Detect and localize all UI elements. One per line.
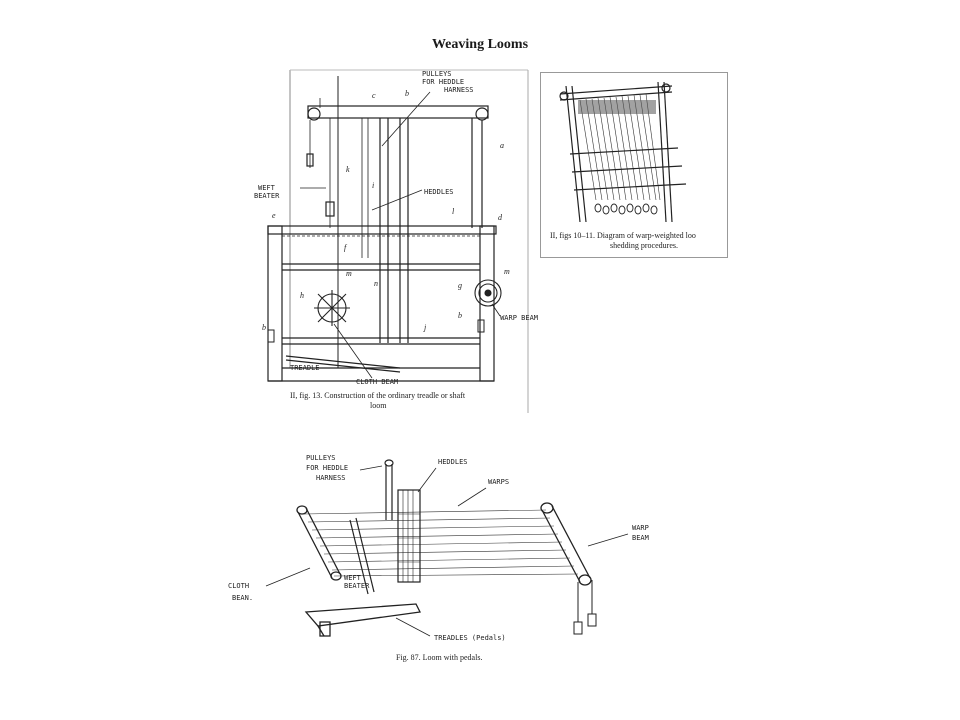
loom-frame — [267, 76, 497, 382]
label-weft-beater-2: BEATER — [254, 192, 280, 200]
warp-threads — [303, 509, 579, 577]
letter-b-left: b — [262, 323, 266, 332]
label-weft-beater-2: BEATER — [344, 582, 370, 590]
label-warps: WARPS — [488, 478, 509, 486]
label-treadle: TREADLE — [290, 364, 320, 372]
warp-beam-wheel — [474, 279, 502, 307]
label-pulleys-3: HARNESS — [316, 474, 346, 482]
letter-d: d — [498, 213, 503, 222]
figure-b-caption-1: II, figs 10–11. Diagram of warp-weighted… — [550, 231, 696, 240]
woven-band — [578, 100, 656, 114]
figure-c-caption: Fig. 87. Loom with pedals. — [396, 653, 482, 662]
figure-b-caption-2: shedding procedures. — [610, 241, 678, 250]
weft-beater — [349, 517, 375, 595]
label-weft-beater-1: WEFT — [344, 574, 362, 582]
loom-weights — [594, 203, 658, 215]
label-treadles: TREADLES (Pedals) — [434, 634, 506, 642]
cloth-beam-wheel — [314, 290, 350, 326]
pulley-mast — [384, 459, 394, 520]
letter-e: e — [272, 211, 276, 220]
label-pulleys-1: PULLEYS — [422, 70, 452, 78]
letter-l: l — [452, 207, 455, 216]
letter-j: j — [423, 323, 427, 332]
letter-g: g — [458, 281, 462, 290]
label-warp-beam-1: WARP — [632, 524, 649, 532]
cloth-beam-roller — [296, 505, 342, 581]
label-heddles: HEDDLES — [438, 458, 468, 466]
handwritten-labels: PULLEYS FOR HEDDLE HARNESS WEFT BEATER H… — [254, 70, 538, 386]
warp-weighted-loom-drawing: II, figs 10–11. Diagram of warp-weighted… — [540, 72, 728, 258]
label-weft-beater-1: WEFT — [258, 184, 276, 192]
label-heddles: HEDDLES — [424, 188, 454, 196]
heddle-frame — [397, 489, 421, 583]
warp-beam-roller — [540, 502, 592, 586]
label-cloth-beam-2: BEAN. — [232, 594, 253, 602]
label-pulleys-1: PULLEYS — [306, 454, 336, 462]
shed-rods — [569, 147, 687, 191]
label-arrows — [265, 465, 629, 637]
figure-a-caption-1: II, fig. 13. Construction of the ordinar… — [290, 391, 466, 400]
letter-i: i — [372, 181, 374, 190]
letter-b-right: b — [458, 311, 462, 320]
panel-border — [540, 72, 728, 258]
label-arrows — [300, 91, 501, 379]
figure-a-caption-2: loom — [370, 401, 387, 410]
label-cloth-beam: CLOTH BEAM — [356, 378, 398, 386]
handwritten-labels: PULLEYS FOR HEDDLE HARNESS HEDDLES WARPS… — [228, 454, 649, 642]
peg-b-left — [267, 329, 275, 343]
warp-weights — [573, 580, 597, 635]
label-pulleys-3: HARNESS — [444, 86, 474, 94]
letter-m: m — [346, 269, 352, 278]
label-pulleys-2: FOR HEDDLE — [306, 464, 348, 472]
label-cloth-beam-1: CLOTH — [228, 582, 249, 590]
treadle-bar — [285, 355, 401, 373]
figure-loom-with-pedals: PULLEYS FOR HEDDLE HARNESS HEDDLES WARPS… — [220, 450, 680, 680]
label-warp-beam: WARP BEAM — [500, 314, 538, 322]
letter-m-right: m — [504, 267, 510, 276]
letter-k: k — [346, 165, 350, 174]
letter-n: n — [374, 279, 378, 288]
treadles — [304, 603, 421, 637]
letter-b-top: b — [405, 89, 409, 98]
letter-h: h — [300, 291, 304, 300]
treadle-loom-drawing: PULLEYS FOR HEDDLE HARNESS WEFT BEATER H… — [254, 69, 538, 413]
label-warp-beam-2: BEAM — [632, 534, 649, 542]
letter-c: c — [372, 91, 376, 100]
pedal-loom-drawing: PULLEYS FOR HEDDLE HARNESS HEDDLES WARPS… — [228, 454, 649, 662]
figure-warp-weighted-loom: II, figs 10–11. Diagram of warp-weighted… — [540, 72, 728, 258]
letter-a: a — [500, 141, 504, 150]
letter-f: f — [344, 243, 348, 252]
page-title: Weaving Looms — [431, 37, 529, 52]
figure-treadle-loom: PULLEYS FOR HEDDLE HARNESS WEFT BEATER H… — [254, 68, 538, 413]
part-letters: a b c d e f g h i j k l m n b b m — [262, 89, 510, 332]
label-pulleys-2: FOR HEDDLE — [422, 78, 464, 86]
peg-b-right — [477, 319, 485, 333]
